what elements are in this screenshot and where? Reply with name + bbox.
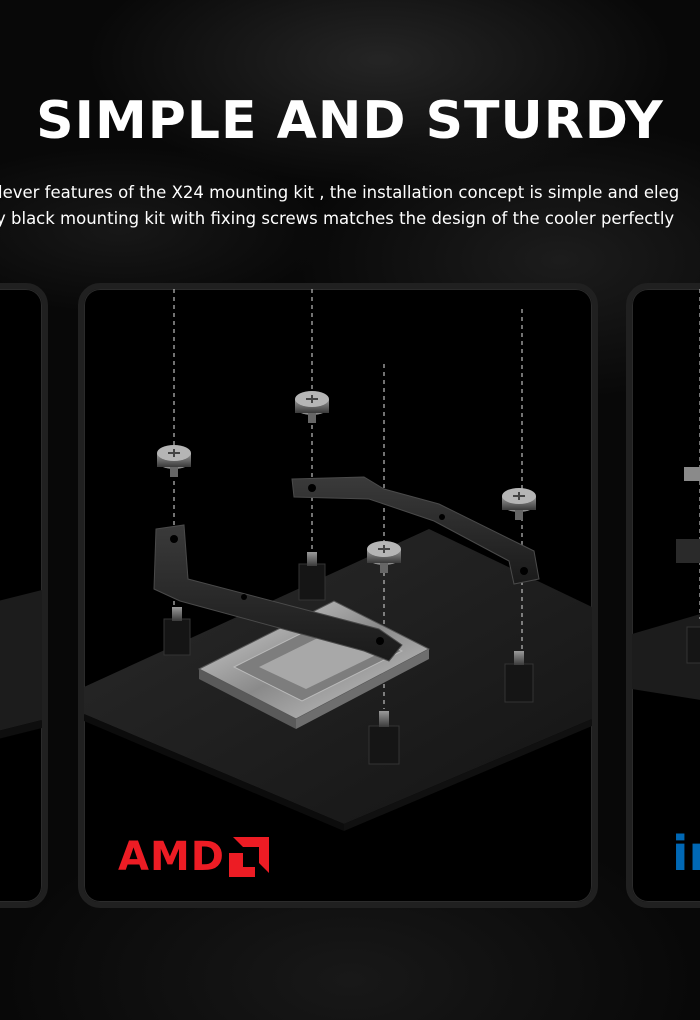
standoff [368, 711, 400, 765]
mounting-kit-illustration-amd [84, 289, 592, 831]
description-line: lever features of the X24 mounting kit ,… [0, 180, 700, 206]
standoff [298, 552, 326, 601]
amd-logo-text: AMD [118, 834, 225, 880]
thumb-screw [295, 391, 329, 423]
description: lever features of the X24 mounting kit ,… [0, 180, 700, 232]
motherboard-plate [0, 590, 42, 731]
amd-arrow-icon [228, 837, 269, 877]
motherboard-plate [632, 614, 700, 700]
motherboard-plate-edge-right [344, 719, 592, 831]
standoff [163, 607, 191, 656]
motherboard-plate-edge [0, 720, 42, 739]
standoff [504, 651, 534, 703]
mounting-kit-illustration-left [0, 590, 42, 739]
description-line-1: lever features of the X24 mounting kit ,… [0, 183, 680, 202]
page-title: SIMPLE AND STURDY [36, 91, 664, 151]
product-card-intel[interactable] [626, 283, 700, 908]
intel-logo: in [672, 826, 700, 882]
product-card-left[interactable] [0, 283, 48, 908]
retention-bar-left [153, 524, 403, 662]
thumb-screw [157, 445, 191, 477]
motherboard-plate-edge-left [84, 714, 344, 831]
amd-logo: AMD [118, 834, 269, 880]
standoff [686, 626, 700, 664]
description-line-2: y black mounting kit with fixing screws … [0, 209, 675, 228]
mounting-kit-illustration-intel [632, 289, 700, 700]
thumb-screw [367, 541, 401, 573]
retention-bar [676, 539, 700, 563]
thumb-screw [684, 467, 700, 481]
retention-bar-right [291, 476, 540, 585]
product-card-amd[interactable] [78, 283, 598, 908]
thumb-screw [502, 488, 536, 520]
description-line: y black mounting kit with fixing screws … [0, 206, 700, 232]
